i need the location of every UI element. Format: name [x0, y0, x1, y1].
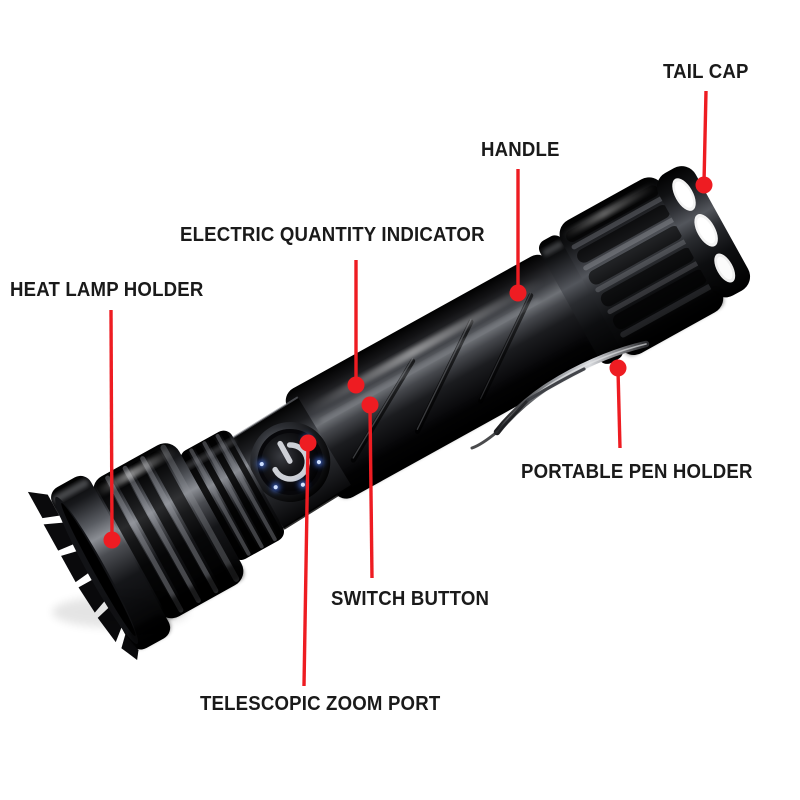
portable-pen-holder-clip: [470, 340, 650, 450]
label-portable-pen-holder: PORTABLE PEN HOLDER: [521, 461, 753, 483]
label-telescopic-zoom-port: TELESCOPIC ZOOM PORT: [200, 693, 441, 715]
label-handle: HANDLE: [481, 139, 560, 161]
heat-lamp-holder-group: [93, 443, 244, 619]
tail-cap-group: [538, 166, 751, 364]
flashlight-handle-group: [285, 254, 599, 499]
label-tail-cap: TAIL CAP: [663, 61, 749, 83]
label-electric-quantity-indicator: ELECTRIC QUANTITY INDICATOR: [180, 224, 485, 246]
label-heat-lamp-holder: HEAT LAMP HOLDER: [10, 279, 204, 301]
telescopic-zoom-port-group: [180, 430, 284, 561]
label-switch-button: SWITCH BUTTON: [331, 588, 490, 610]
